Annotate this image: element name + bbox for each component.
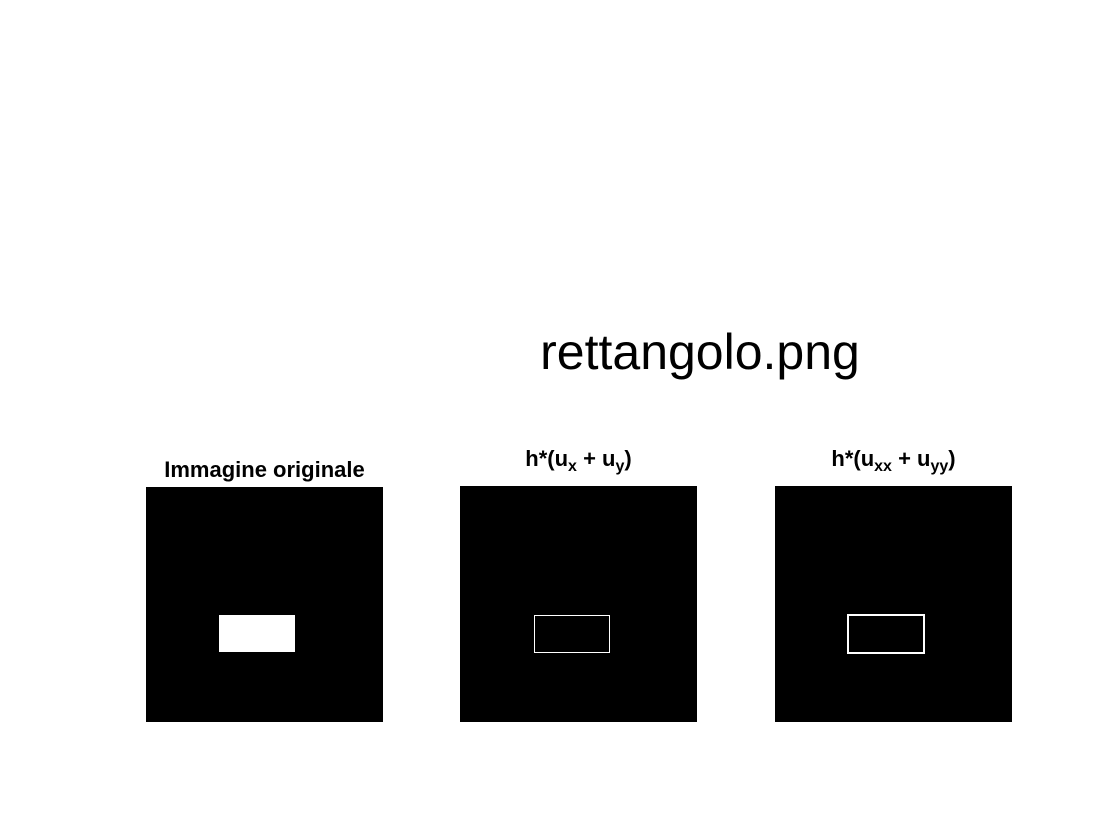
image-panel-original bbox=[146, 487, 383, 722]
title-subscript-y: y bbox=[615, 458, 625, 475]
panel-title-original: Immagine originale bbox=[146, 457, 383, 483]
title-suffix: ) bbox=[624, 446, 632, 471]
figure-title: rettangolo.png bbox=[540, 324, 860, 380]
title-mid: + u bbox=[576, 446, 616, 471]
title-mid: + u bbox=[891, 446, 931, 471]
rectangle-edges-thick bbox=[847, 614, 925, 654]
title-suffix: ) bbox=[948, 446, 956, 471]
white-rectangle bbox=[219, 615, 295, 652]
rectangle-edges-thin bbox=[534, 615, 610, 653]
title-prefix: h*(u bbox=[525, 446, 569, 471]
image-panel-first-derivative bbox=[460, 486, 697, 722]
title-prefix: h*(u bbox=[831, 446, 875, 471]
image-panel-second-derivative bbox=[775, 486, 1012, 722]
panel-title-second-derivative: h*(uxx + uyy) bbox=[775, 446, 1012, 475]
title-subscript-xx: xx bbox=[874, 458, 892, 475]
title-subscript-x: x bbox=[568, 458, 577, 475]
panel-title-original-text: Immagine originale bbox=[164, 457, 365, 482]
title-subscript-yy: yy bbox=[930, 458, 949, 475]
panel-title-first-derivative: h*(ux + uy) bbox=[460, 446, 697, 475]
